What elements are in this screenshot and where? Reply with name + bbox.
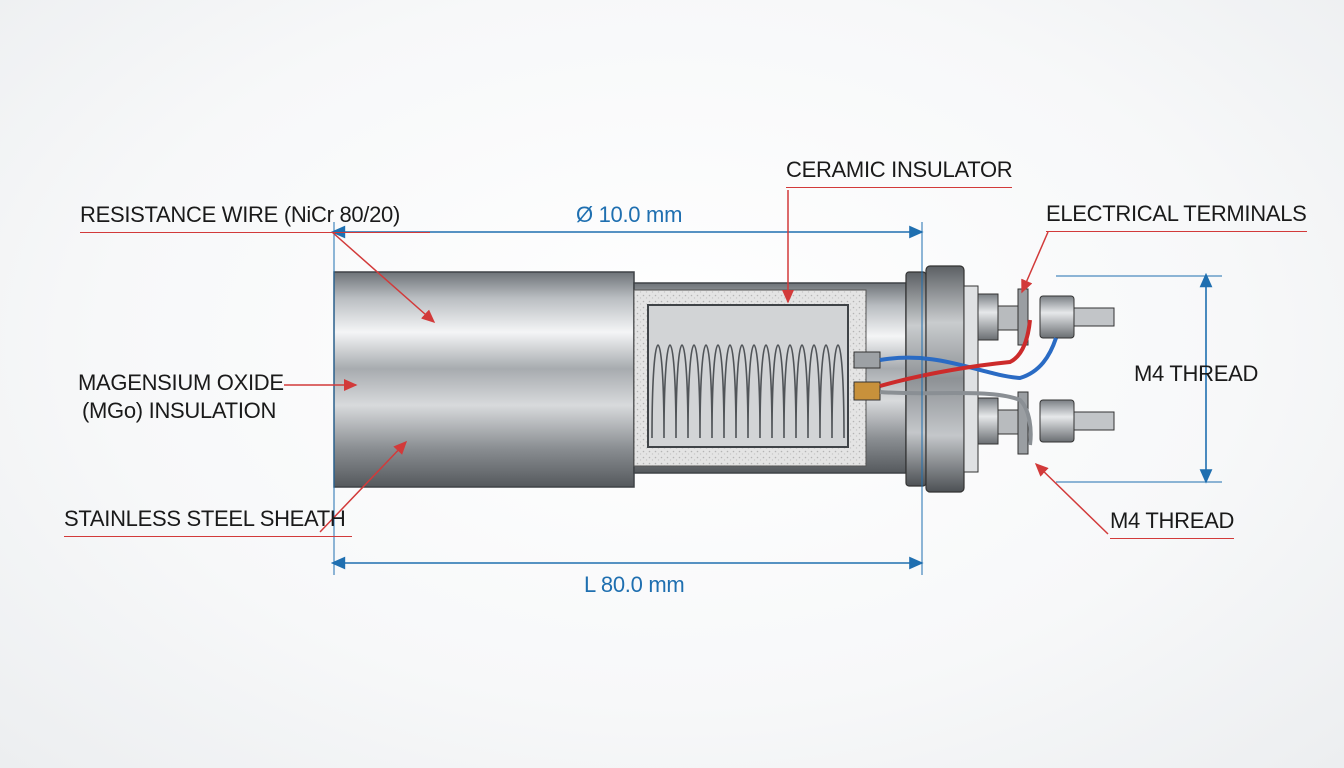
grey-lead-tip [853,351,881,369]
leader-resistance-wire [331,231,436,323]
dimension-length: L 80.0 mm [584,572,685,597]
copper-lead-tip [853,381,881,401]
flange-ring-right [925,265,965,493]
label-sheath: STAINLESS STEEL SHEATH [64,506,352,537]
grey-lead-wire [879,390,1033,446]
dimension-diameter: Ø 10.0 mm [576,202,683,227]
label-m4-thread-bottom: M4 THREAD [1110,508,1234,539]
label-electrical-terminals: ELECTRICAL TERMINALS [1046,201,1307,232]
red-lead-wire [879,319,1032,388]
label-magnesium-oxide-line2: (MGo) INSULATION [82,398,277,423]
label-magnesium-oxide-line1: MAGENSIUM OXIDE [78,370,284,395]
resistance-wire-coil [651,344,845,439]
leader-electrical-terminals [1021,231,1049,294]
leader-m4-thread [1034,462,1109,535]
flange-collar [963,285,979,473]
stainless-steel-sheath [333,271,635,488]
blue-lead-wire [879,337,1058,381]
terminal-lower [977,391,1115,455]
terminal-upper [977,288,1115,346]
coil-turns [651,344,845,439]
leader-sheath [319,440,408,533]
label-resistance-wire: RESISTANCE WIRE (NiCr 80/20) [80,202,431,233]
label-m4-thread-right: M4 THREAD [1134,361,1259,386]
label-ceramic-insulator: CERAMIC INSULATOR [786,157,1013,188]
